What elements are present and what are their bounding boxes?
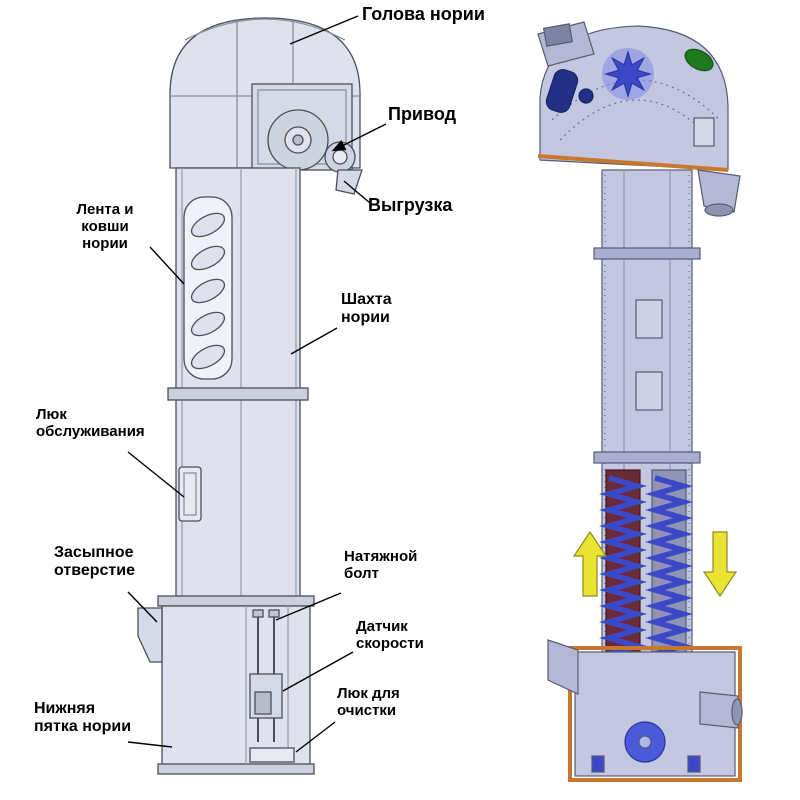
label-tension-bolt: Натяжной болт [344,548,418,582]
boot-body [161,605,311,767]
tension-nut-right [268,609,280,618]
iso-discharge-spout [697,169,741,213]
label-belt-buckets: Лента и ковши нории [76,201,134,252]
leader-shaft [290,327,338,355]
drive-motor-cap [332,149,348,165]
iso-flange-upper [593,247,701,260]
leader-cleaning [295,721,336,753]
iso-elevator-figure [537,21,743,782]
iso-tension-screw-left [591,755,605,773]
cleaning-hatch [249,747,295,763]
discharge-spout [335,169,363,195]
label-drive: Привод [388,104,457,124]
leader-head [289,15,359,45]
iso-outlet-opening [731,698,743,726]
iso-head-box [542,23,574,47]
label-fill-opening: Засыпное отверстие [54,544,135,579]
iso-motor [545,69,579,113]
leader-discharge [343,180,371,204]
iso-green-cap [684,48,714,72]
leader-service [127,451,185,498]
label-discharge: Выгрузка [368,195,453,215]
service-hatch [178,466,202,522]
service-hatch-inner [183,472,197,516]
boot-bottom-flange [157,763,315,775]
label-head: Голова нории [362,4,485,24]
leader-fill [127,591,158,623]
iso-outlet-spout [699,691,739,729]
label-cleaning-hatch: Люк для очистки [337,685,400,719]
iso-head-frame [537,154,729,172]
leader-tension [275,592,342,621]
flow-arrow-down-icon [702,531,738,598]
speed-sensor [254,691,272,715]
iso-door-1 [635,299,663,339]
label-boot: Нижняя пятка нории [34,700,132,735]
shaft-seams [181,168,297,600]
label-service-hatch: Люк обслуживания [36,406,145,440]
boot-top-flange [157,595,315,607]
leader-sensor [282,651,354,692]
inlet-chute [137,607,163,663]
leader-lines [127,15,387,753]
leader-drive [331,123,387,152]
iso-boot-pulley-hub [638,735,652,749]
belt-buckets [190,212,226,370]
leader-belt [149,246,185,285]
leader-boot [127,741,173,748]
label-shaft: Шахта нории [341,291,392,326]
iso-discharge-opening [704,203,734,217]
iso-drive-gear [603,49,653,99]
iso-inlet-chute [547,639,579,695]
label-speed-sensor: Датчик скорости [356,618,424,652]
iso-tension-screw-right [687,755,701,773]
boot-seams [245,606,289,764]
iso-head-window [693,117,715,147]
tension-nut-left [252,609,264,618]
flow-arrow-up-icon [572,530,608,597]
iso-motor-end [578,88,594,104]
drive-shaft [292,134,304,146]
shaft-flange [167,387,309,401]
left-elevator-figure [137,17,363,775]
iso-door-2 [635,371,663,411]
iso-flange-lower [593,451,701,464]
